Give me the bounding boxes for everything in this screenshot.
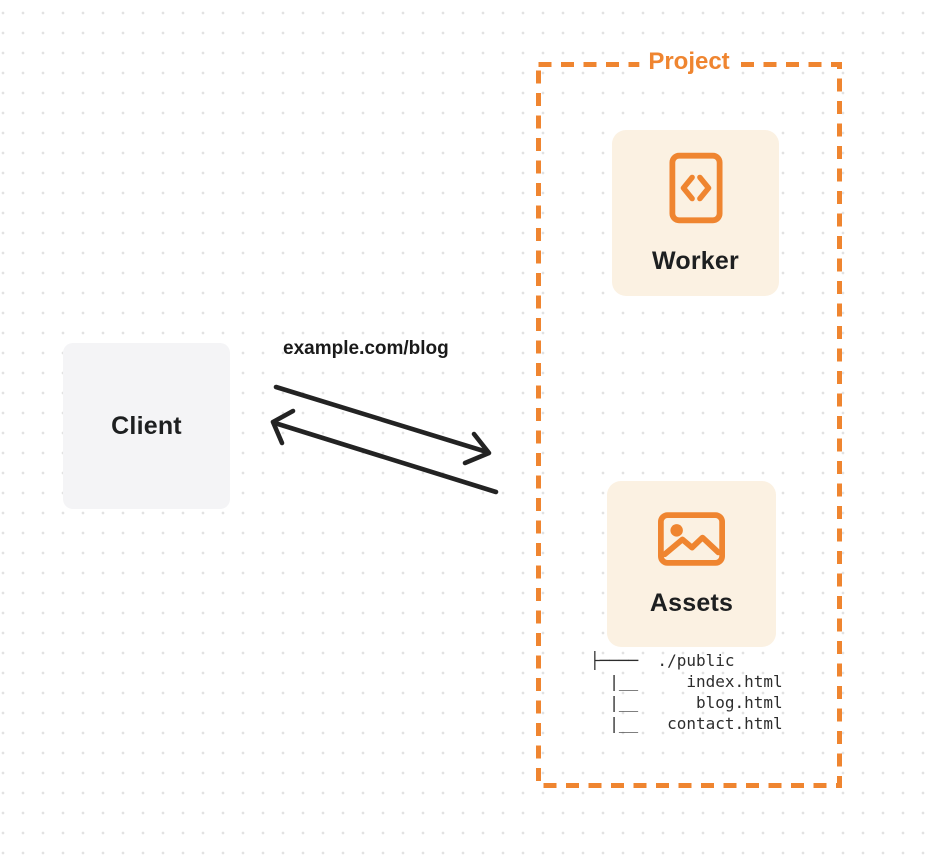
assets-file-tree: ├──── ./public |__ index.html |__ blog.h…: [590, 650, 783, 734]
tree-line-blog: |__ blog.html: [590, 693, 783, 712]
project-container: Project Worker Assets ├──── ./public |__…: [536, 46, 842, 788]
assets-label: Assets: [649, 589, 734, 617]
image-icon: [658, 512, 725, 566]
request-arrow-line: [273, 384, 490, 455]
tree-line-contact: |__ contact.html: [590, 714, 783, 733]
worker-node: Worker: [612, 130, 779, 296]
response-arrow-line: [275, 421, 499, 495]
project-dashed-border: [536, 62, 842, 788]
request-arrowhead: [462, 431, 492, 466]
response-arrowhead: [270, 408, 296, 446]
worker-label: Worker: [652, 247, 739, 275]
project-label: Project: [639, 46, 739, 78]
assets-node: Assets: [607, 481, 776, 647]
client-label: Client: [111, 411, 182, 440]
client-node: Client: [63, 343, 230, 509]
code-icon: [668, 152, 723, 224]
request-url-label: example.com/blog: [283, 338, 449, 359]
tree-line-index: |__ index.html: [590, 672, 783, 691]
tree-line-public: ├──── ./public: [590, 651, 735, 670]
